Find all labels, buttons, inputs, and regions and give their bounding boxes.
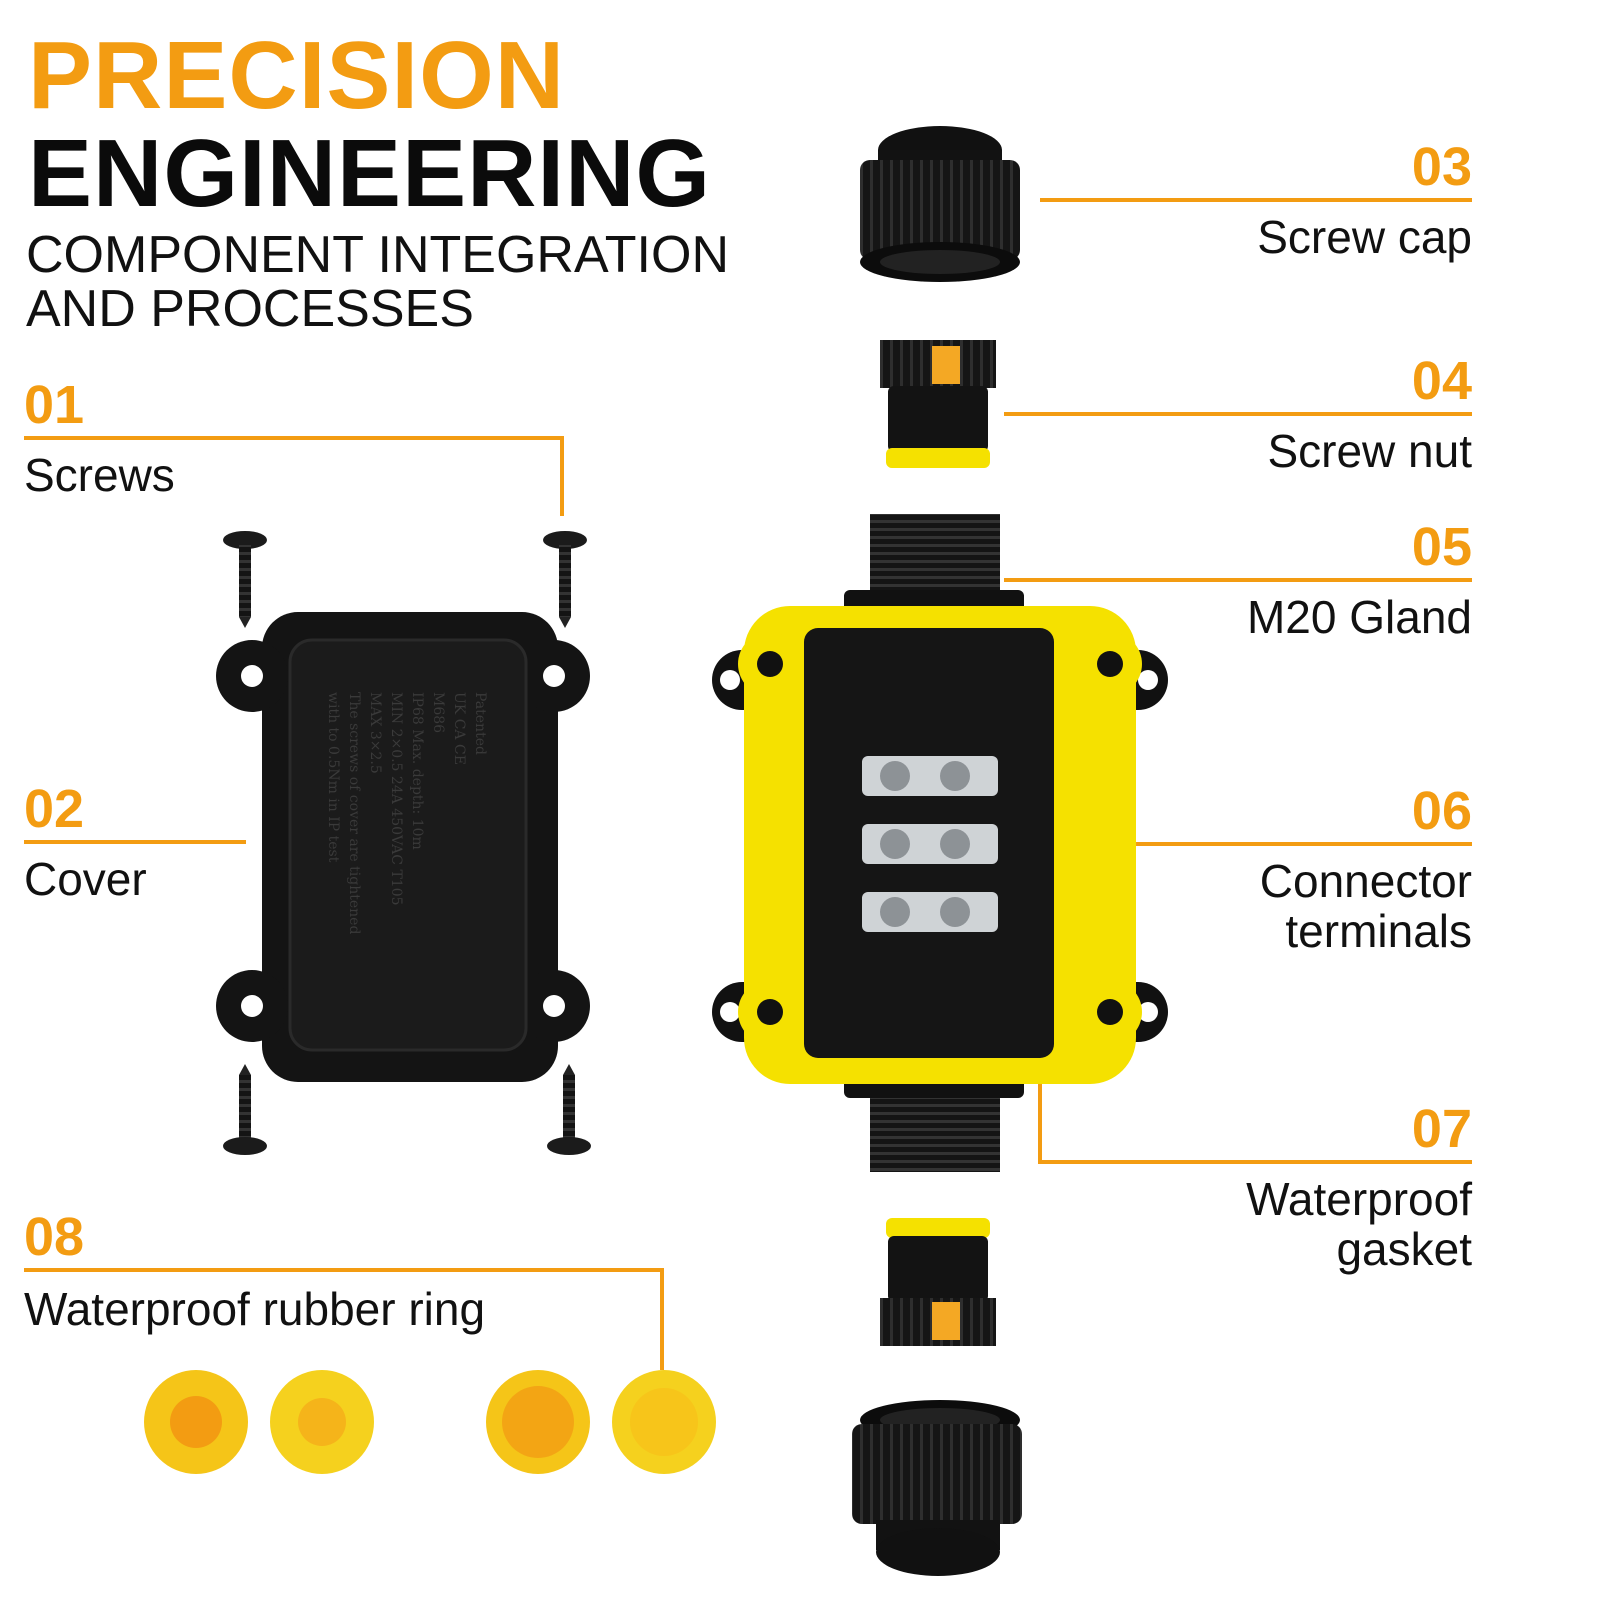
- connector-terminals: [862, 756, 998, 932]
- cover: [216, 612, 590, 1082]
- callout-08-label: Waterproof rubber ring: [24, 1283, 486, 1335]
- callout-05-line: [1004, 578, 1472, 582]
- screw-nut-bottom: [880, 1218, 996, 1346]
- cover-marking-6: The screws of cover are tightened: [346, 692, 362, 935]
- callout-07-label-line-1: Waterproof: [1246, 1173, 1472, 1225]
- title-line-1: PRECISION: [28, 22, 566, 129]
- title-line-2: ENGINEERING: [28, 120, 712, 227]
- callout-03-line: [1040, 198, 1472, 202]
- rubber-ring-2: [270, 1370, 374, 1474]
- cover-markings: Patented UK CA CE M686 IP68 Max. depth: …: [296, 648, 520, 1044]
- cover-marking-5: MAX 3×2.5: [367, 692, 383, 774]
- callout-02-line: [24, 840, 246, 844]
- callout-04-number: 04: [1411, 351, 1472, 411]
- callout-05-label: M20 Gland: [1246, 591, 1472, 643]
- callout-05-number: 05: [1411, 517, 1472, 577]
- callout-07-line-drop: [1038, 1074, 1042, 1164]
- cover-marking-3: IP68 Max. depth: 10m: [409, 692, 425, 850]
- callout-06-number: 06: [1411, 781, 1472, 841]
- rubber-ring-4: [612, 1370, 716, 1474]
- cover-marking-4: MIN 2×0.5 24A 450VAC T105: [388, 692, 404, 906]
- cover-marking-1: UK CA CE: [451, 692, 467, 765]
- screw-top-left: [223, 531, 267, 628]
- rubber-ring-3: [486, 1370, 590, 1474]
- screw-top-right: [543, 531, 587, 628]
- cover-marking-7: with to 0.5Nm in IP test: [325, 692, 341, 863]
- callout-03-number: 03: [1411, 137, 1472, 197]
- callout-01-number: 01: [24, 375, 85, 435]
- callout-08-line: [24, 1268, 664, 1272]
- screw-cap-top: [860, 126, 1020, 282]
- callout-04-label: Screw nut: [1267, 425, 1472, 477]
- callout-06-label-line-1: Connector: [1259, 855, 1472, 907]
- callout-02-number: 02: [24, 779, 85, 839]
- callout-07-line: [1040, 1160, 1472, 1164]
- callout-06-line: [1004, 842, 1472, 846]
- callout-08-line-drop: [660, 1268, 664, 1370]
- callout-03-label: Screw cap: [1257, 211, 1472, 263]
- callout-07-number: 07: [1411, 1099, 1472, 1159]
- subtitle-line-1: COMPONENT INTEGRATION: [26, 226, 729, 284]
- rubber-ring-1: [144, 1370, 248, 1474]
- callout-08-number: 08: [24, 1207, 85, 1267]
- callout-01-line-drop: [560, 436, 564, 516]
- callout-07-label-line-2: gasket: [1336, 1223, 1472, 1275]
- callout-04-line: [1004, 412, 1472, 416]
- screw-bottom-left: [223, 1064, 267, 1155]
- callout-06-label-line-2: terminals: [1285, 905, 1472, 957]
- cover-marking-2: M686: [430, 692, 446, 734]
- screw-bottom-right: [547, 1064, 591, 1155]
- cover-marking-0: Patented: [472, 692, 488, 755]
- callout-02-label: Cover: [24, 853, 147, 905]
- subtitle-line-2: AND PROCESSES: [26, 280, 474, 338]
- screw-nut-top: [880, 340, 996, 468]
- callout-01-line: [24, 436, 564, 440]
- junction-box: [712, 514, 1168, 1172]
- screw-cap-bottom: [852, 1400, 1022, 1576]
- callout-01-label: Screws: [24, 449, 175, 501]
